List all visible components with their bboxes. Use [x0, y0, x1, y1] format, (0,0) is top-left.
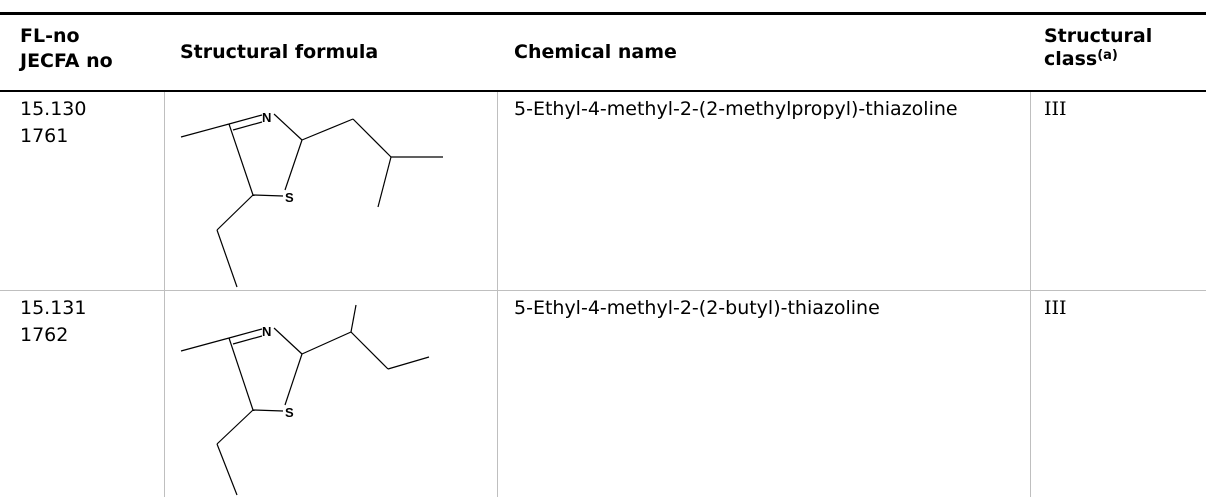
fl-number: 15.130 [20, 98, 87, 120]
atom-label-n: N [262, 324, 271, 339]
header-structural-formula: Structural formula [180, 41, 379, 63]
jecfa-number: 1761 [20, 125, 69, 147]
s-c5-bond [252, 194, 284, 197]
c2-s-bond [284, 139, 303, 191]
chemical-name: 5-Ethyl-4-methyl-2-(2-butyl)-thiazoline [514, 297, 880, 319]
column-divider [1030, 92, 1031, 497]
atom-label-s: S [285, 190, 294, 205]
header-structural-class-line2: class [1044, 48, 1098, 70]
header-jecfa-no: JECFA no [20, 50, 113, 72]
n-c2-bond [273, 113, 303, 141]
c5-c4-bond [228, 123, 254, 196]
row-ids: 15.131 1762 [20, 295, 86, 349]
table-top-rule [0, 12, 1206, 15]
c-n-double-bond [228, 114, 263, 125]
c-n-double-bond-inner [232, 121, 263, 131]
row-ids: 15.130 1761 [20, 96, 86, 150]
side-chain-bond-4 [377, 156, 392, 208]
side-chain-bond-3 [350, 331, 389, 370]
fl-number: 15.131 [20, 297, 87, 319]
ethyl-bond-2 [216, 229, 238, 288]
n-c2-bond [273, 327, 303, 355]
side-chain-bond-2 [350, 304, 357, 333]
column-divider [497, 92, 498, 497]
table-row: 15.131 1762 N S 5-Ethyl-4-meth [0, 291, 1206, 497]
atom-label-s: S [285, 405, 294, 420]
structural-formula-drawing: N S [180, 110, 443, 288]
structural-formula-drawing: N S [180, 304, 430, 496]
header-fl-no: FL-no [20, 25, 80, 47]
structural-class: III [1044, 98, 1067, 120]
side-chain-bond-1 [301, 118, 354, 141]
c2-s-bond [284, 353, 303, 406]
s-c5-bond [252, 409, 284, 412]
ethyl-bond-1 [216, 194, 254, 231]
structural-class: III [1044, 297, 1067, 319]
column-divider [164, 92, 165, 497]
c5-c4-bond [228, 337, 254, 411]
c-n-double-bond [228, 328, 263, 339]
methyl-bond [180, 337, 230, 352]
side-chain-bond-2 [352, 118, 392, 158]
ethyl-bond-1 [216, 409, 254, 445]
table-header: FL-no JECFA no Structural formula Chemic… [0, 15, 1206, 92]
side-chain-bond-4 [387, 356, 430, 370]
header-chemical-name: Chemical name [514, 41, 677, 63]
header-footnote-marker: (a) [1097, 48, 1118, 63]
atom-label-n: N [262, 110, 271, 125]
side-chain-bond-1 [301, 331, 352, 355]
jecfa-number: 1762 [20, 324, 69, 346]
table-row: 15.130 1761 N S 5-Ethyl-4-meth [0, 92, 1206, 291]
header-structural-class: Structural class(a) [1044, 25, 1152, 70]
methyl-bond [180, 123, 230, 138]
ethyl-bond-2 [216, 443, 238, 496]
header-structural-class-line1: Structural [1044, 25, 1153, 47]
c-n-double-bond-inner [232, 335, 263, 345]
chemical-name: 5-Ethyl-4-methyl-2-(2-methylpropyl)-thia… [514, 98, 958, 120]
header-fl-jecfa: FL-no JECFA no [20, 25, 113, 72]
